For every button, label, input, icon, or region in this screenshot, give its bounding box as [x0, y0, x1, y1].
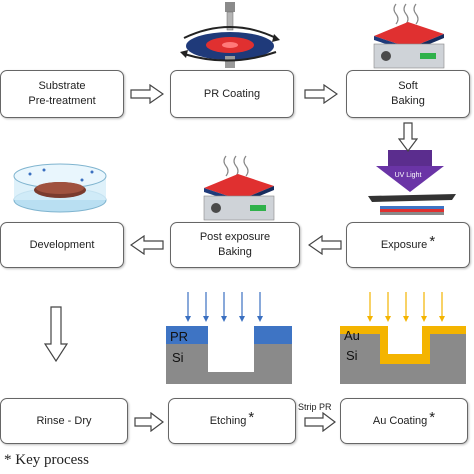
au-si-cross-section: Au Si	[340, 292, 466, 384]
pr-layer-label: PR	[170, 329, 188, 344]
uv-exposure-icon: UV Light	[368, 150, 456, 215]
key-process-marker: *	[248, 408, 255, 426]
step-au-coating: Au Coating*	[340, 398, 468, 444]
uv-light-label: UV Light	[395, 172, 422, 179]
step-label: PR Coating	[203, 87, 261, 100]
arrow-down-icon	[44, 306, 68, 362]
pr-si-cross-section: PR Si	[166, 292, 292, 384]
step-development: Development	[0, 222, 124, 268]
arrow-left-icon	[308, 235, 342, 255]
si-layer-label: Si	[172, 350, 184, 365]
step-label: Rinse - Dry	[36, 414, 92, 427]
step-rinse-dry: Rinse - Dry	[0, 398, 128, 444]
spin-coater-icon	[180, 2, 280, 68]
arrow-left-icon	[130, 235, 164, 255]
step-exposure: Exposure*	[346, 222, 470, 268]
step-substrate-pretreatment: Substrate Pre-treatment	[0, 70, 124, 118]
arrow-right-icon	[304, 84, 338, 104]
step-pr-coating: PR Coating	[170, 70, 294, 118]
step-post-exposure-baking: Post exposure Baking	[170, 222, 300, 268]
step-label: Au Coating	[372, 414, 428, 427]
step-label: Etching	[209, 414, 247, 427]
step-label: Soft Baking	[391, 80, 425, 107]
strip-pr-label: Strip PR	[298, 402, 332, 412]
arrow-right-icon	[130, 84, 164, 104]
step-label: Development	[29, 238, 95, 251]
step-label: Post exposure Baking	[199, 231, 271, 258]
step-soft-baking: Soft Baking	[346, 70, 470, 118]
key-process-marker: *	[429, 232, 436, 250]
petri-dish-icon	[13, 163, 107, 213]
legend-key-process: * Key process	[4, 452, 89, 468]
key-process-marker: *	[429, 408, 436, 426]
step-label: Substrate Pre-treatment	[28, 80, 96, 107]
step-label: Exposure	[380, 238, 428, 251]
au-layer-label: Au	[344, 328, 360, 343]
step-etching: Etching*	[168, 398, 296, 444]
arrow-right-icon	[134, 412, 164, 432]
arrow-right-icon	[304, 412, 336, 432]
si-layer-label-2: Si	[346, 348, 358, 363]
arrow-down-icon	[398, 122, 418, 152]
hotplate-icon	[373, 3, 445, 69]
hotplate-icon-2	[203, 155, 275, 221]
